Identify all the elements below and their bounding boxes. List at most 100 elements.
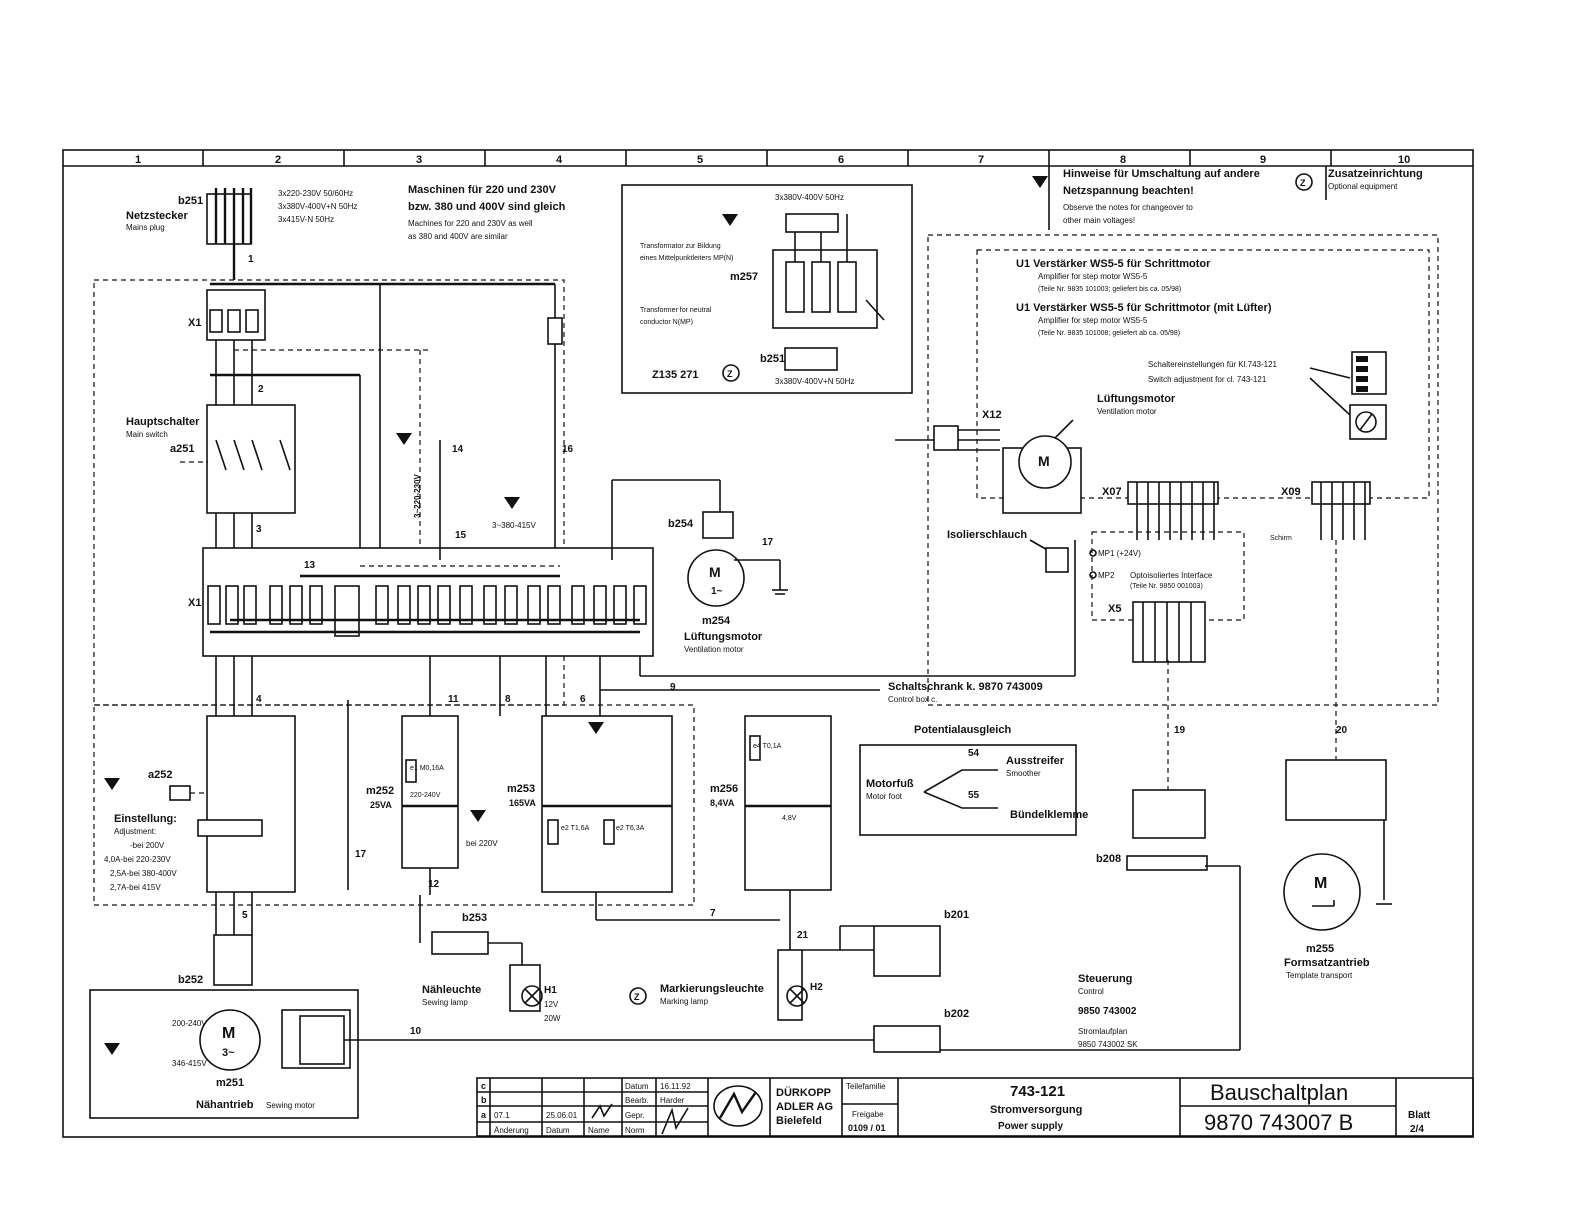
svg-text:c: c	[481, 1081, 486, 1091]
svg-text:M: M	[1314, 875, 1327, 892]
svg-text:Blatt: Blatt	[1408, 1110, 1431, 1121]
svg-text:12: 12	[428, 879, 440, 890]
svg-text:Switch adjustment for cl. 743-: Switch adjustment for cl. 743-121	[1148, 375, 1267, 384]
svg-text:Lüftungsmotor: Lüftungsmotor	[684, 631, 763, 643]
svg-text:X5: X5	[1108, 603, 1121, 615]
col-label: 9	[1260, 154, 1266, 166]
svg-text:200-240V: 200-240V	[172, 1019, 207, 1028]
svg-text:Formsatzantrieb: Formsatzantrieb	[1284, 957, 1370, 969]
svg-text:25.06.01: 25.06.01	[546, 1111, 578, 1120]
svg-text:m255: m255	[1306, 943, 1334, 955]
svg-text:Schaltereinstellungen für Kl.7: Schaltereinstellungen für Kl.743-121	[1148, 360, 1278, 369]
template-transport-motor: M m255 Formsatzantrieb Template transpor…	[1283, 759, 1392, 980]
svg-text:Amplifier for step motor WS5-5: Amplifier for step motor WS5-5	[1038, 272, 1148, 281]
svg-text:other main voltages!: other main voltages!	[1063, 216, 1135, 225]
svg-text:7: 7	[710, 908, 716, 919]
svg-text:2: 2	[258, 384, 264, 395]
company-logo	[713, 1085, 763, 1127]
svg-text:(Teile Nr. 9835 101008; gelief: (Teile Nr. 9835 101008; geliefert ab ca.…	[1038, 330, 1180, 337]
sewing-lamp-icon	[521, 985, 543, 1007]
transformer-option-box: 3x380V-400V 50Hz Transformator zur Bildu…	[621, 184, 913, 394]
control-connectors: 19 20 b208 b201 Steuerung Control 9850 7…	[802, 540, 1348, 1053]
svg-text:Transformer for neutral: Transformer for neutral	[640, 307, 712, 314]
svg-text:8,4VA: 8,4VA	[710, 798, 735, 808]
svg-text:Norm: Norm	[625, 1126, 645, 1135]
svg-text:13: 13	[304, 560, 316, 571]
title-block: c b a 07.1 25.06.01 Änderung Datum Name …	[476, 1077, 1474, 1137]
svg-text:Power supply: Power supply	[998, 1121, 1063, 1132]
svg-text:3: 3	[256, 524, 262, 535]
svg-text:M: M	[222, 1025, 235, 1042]
mains-voltage: 3x380V-400V+N 50Hz	[278, 202, 357, 211]
svg-text:b251: b251	[760, 353, 785, 365]
col-label: 1	[135, 154, 141, 166]
svg-text:M: M	[709, 564, 721, 580]
svg-text:Ventilation motor: Ventilation motor	[684, 645, 744, 654]
svg-text:Bauschaltplan: Bauschaltplan	[1210, 1080, 1348, 1105]
left-section: X1 2 Hauptschalter Main switch a251 3 X1	[89, 279, 1076, 1119]
svg-text:Motorfuß: Motorfuß	[866, 778, 914, 790]
svg-text:16.11.92: 16.11.92	[660, 1082, 691, 1091]
svg-text:Steuerung: Steuerung	[1078, 973, 1132, 985]
svg-text:165VA: 165VA	[509, 798, 536, 808]
svg-text:Bielefeld: Bielefeld	[776, 1115, 822, 1127]
svg-text:-bei 200V: -bei 200V	[130, 841, 165, 850]
svg-text:Ventilation motor: Ventilation motor	[1097, 407, 1157, 416]
stepper-motor-icon	[1283, 853, 1361, 931]
svg-text:11: 11	[448, 694, 459, 705]
svg-text:3~220-230V: 3~220-230V	[413, 474, 422, 518]
svg-text:Nähantrieb: Nähantrieb	[196, 1099, 254, 1111]
svg-text:e2 T6,3A: e2 T6,3A	[616, 825, 645, 832]
svg-text:1~: 1~	[711, 586, 723, 597]
svg-text:U1 Verstärker WS5-5 für Schri: U1 Verstärker WS5-5 für Schrittmotor	[1016, 258, 1211, 270]
svg-text:19: 19	[1174, 725, 1186, 736]
svg-text:2,7A-bei 415V: 2,7A-bei 415V	[110, 883, 161, 892]
optional-z-icon: Z	[727, 369, 733, 379]
svg-text:Machines for 220 and 230V as w: Machines for 220 and 230V as well	[408, 219, 533, 228]
svg-text:2/4: 2/4	[1410, 1124, 1424, 1135]
svg-text:Datum: Datum	[546, 1126, 570, 1135]
col-label: 3	[416, 154, 422, 166]
svg-text:Schirm: Schirm	[1270, 535, 1292, 542]
fan-motor-icon	[1018, 435, 1072, 489]
svg-text:(Teile Nr. 9835 101003; gelief: (Teile Nr. 9835 101003; geliefert bis ca…	[1038, 286, 1181, 293]
col-label: 10	[1398, 154, 1410, 166]
machines-note: Maschinen für 220 und 230V bzw. 380 und …	[408, 184, 566, 241]
svg-text:Adjustment:: Adjustment:	[114, 827, 156, 836]
mains-ref: b251	[178, 195, 203, 207]
svg-text:U1 Verstärker WS5-5 für Schri: U1 Verstärker WS5-5 für Schrittmotor (mi…	[1016, 302, 1272, 314]
svg-text:220-240V: 220-240V	[410, 792, 441, 799]
svg-text:Harder: Harder	[660, 1096, 685, 1105]
svg-text:Smoother: Smoother	[1006, 769, 1041, 778]
signature-mark	[661, 1107, 689, 1135]
svg-text:X12: X12	[982, 409, 1002, 421]
svg-text:e1 M0,16A: e1 M0,16A	[410, 765, 444, 772]
svg-text:Name: Name	[588, 1126, 610, 1135]
ventilation-motor-icon	[687, 549, 745, 607]
svg-text:Control box c.: Control box c.	[888, 695, 937, 704]
marking-lamp-icon	[786, 985, 808, 1007]
svg-text:b202: b202	[944, 1008, 969, 1020]
svg-text:(Teile Nr. 9850 001003): (Teile Nr. 9850 001003)	[1130, 583, 1203, 590]
svg-text:Z135 271: Z135 271	[652, 369, 698, 381]
svg-text:a252: a252	[148, 769, 172, 781]
mains-voltage: 3x415V-N 50Hz	[278, 215, 334, 224]
svg-text:DÜRKOPP: DÜRKOPP	[776, 1086, 831, 1099]
svg-text:3x380V-400V+N 50Hz: 3x380V-400V+N 50Hz	[775, 377, 854, 386]
svg-text:Markierungsleuchte: Markierungsleuchte	[660, 983, 764, 995]
svg-text:Freigabe: Freigabe	[852, 1110, 884, 1119]
svg-text:Netzspannung beachten!: Netzspannung beachten!	[1063, 185, 1194, 197]
svg-text:4,0A-bei 220-230V: 4,0A-bei 220-230V	[104, 855, 171, 864]
svg-text:H2: H2	[810, 982, 823, 993]
svg-text:Hinweise für Umschaltung auf a: Hinweise für Umschaltung auf andere	[1063, 168, 1260, 180]
transformer-m253: m253 165VA e2 T1,6A e2 T6,3A 7	[507, 715, 780, 921]
svg-text:Lüftungsmotor: Lüftungsmotor	[1097, 393, 1176, 405]
svg-text:m254: m254	[702, 615, 731, 627]
fan-motor-m254: b254 M 1~ m254 Lüftungsmotor Ventilation…	[611, 479, 788, 654]
svg-text:17: 17	[355, 849, 367, 860]
sewing-motor-icon	[199, 1009, 261, 1071]
svg-text:Hauptschalter: Hauptschalter	[126, 416, 200, 428]
svg-text:3~380-415V: 3~380-415V	[492, 521, 536, 530]
col-label: 6	[838, 154, 844, 166]
svg-text:9850 743002: 9850 743002	[1078, 1006, 1137, 1017]
